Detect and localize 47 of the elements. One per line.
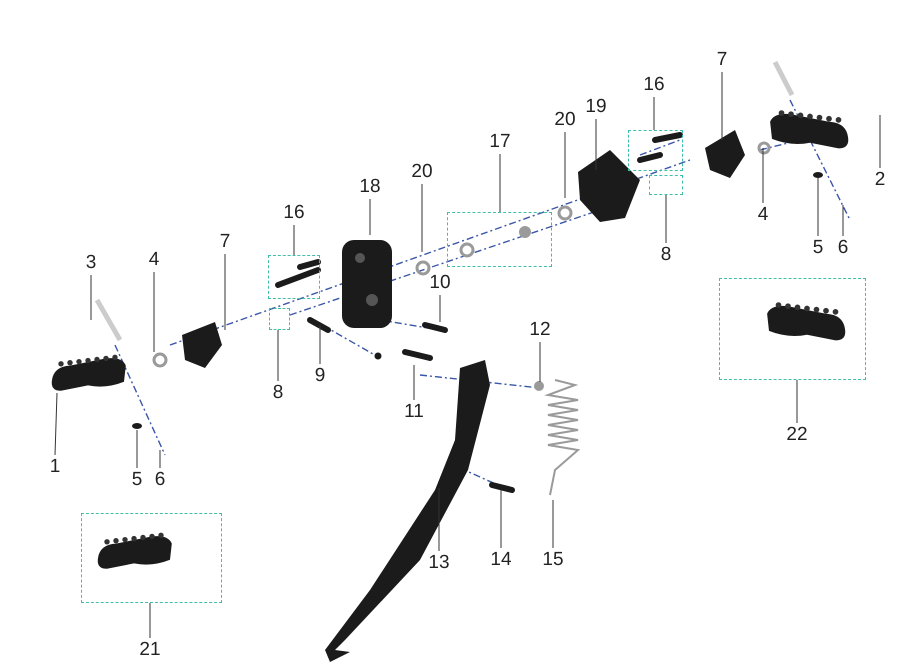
callout-number: 9 bbox=[314, 366, 326, 386]
callout-number: 4 bbox=[148, 250, 160, 270]
callout-number: 14 bbox=[490, 550, 512, 570]
callout-number: 11 bbox=[404, 402, 424, 422]
callout-number: 8 bbox=[660, 245, 672, 265]
callout-number: 20 bbox=[554, 110, 576, 130]
leader-line bbox=[224, 254, 226, 330]
callout-number: 10 bbox=[429, 273, 451, 293]
callout-number: 15 bbox=[542, 550, 564, 570]
leader-line bbox=[564, 132, 566, 198]
leader-line bbox=[762, 148, 764, 204]
callout-number: 4 bbox=[758, 205, 768, 225]
group-frame bbox=[447, 212, 552, 267]
leader-line bbox=[552, 500, 554, 548]
callout-number: 7 bbox=[220, 232, 230, 252]
callout-number: 2 bbox=[874, 170, 886, 190]
callout-number: 18 bbox=[359, 177, 381, 197]
callout-number: 6 bbox=[838, 238, 848, 258]
group-frame bbox=[268, 255, 320, 299]
callout-number: 20 bbox=[411, 162, 433, 182]
callout-number: 17 bbox=[489, 132, 511, 152]
callout-number: 5 bbox=[132, 470, 142, 490]
callout-number: 21 bbox=[139, 640, 161, 660]
leader-line bbox=[438, 488, 440, 552]
callout-number: 7 bbox=[716, 50, 728, 70]
leader-line bbox=[796, 380, 798, 424]
callout-number: 16 bbox=[283, 203, 305, 223]
leader-line bbox=[54, 392, 58, 456]
group-frame bbox=[719, 278, 866, 380]
callout-number: 5 bbox=[812, 238, 824, 258]
leader-line bbox=[842, 204, 844, 236]
group-frame bbox=[628, 130, 683, 171]
callout-number: 19 bbox=[585, 97, 607, 117]
callout-number: 1 bbox=[50, 457, 60, 477]
callout-number: 6 bbox=[154, 470, 166, 490]
callout-number: 8 bbox=[272, 383, 284, 403]
group-frame bbox=[649, 175, 683, 195]
callout-number: 3 bbox=[86, 253, 96, 273]
leader-line bbox=[500, 490, 502, 548]
group-frame bbox=[81, 513, 222, 603]
callout-number: 16 bbox=[643, 75, 665, 95]
callout-number: 13 bbox=[428, 553, 450, 573]
callout-number: 12 bbox=[529, 320, 551, 340]
group-frame bbox=[269, 308, 290, 330]
callout-number: 22 bbox=[786, 425, 808, 445]
leader-line bbox=[136, 430, 138, 468]
leader-line bbox=[90, 274, 92, 320]
